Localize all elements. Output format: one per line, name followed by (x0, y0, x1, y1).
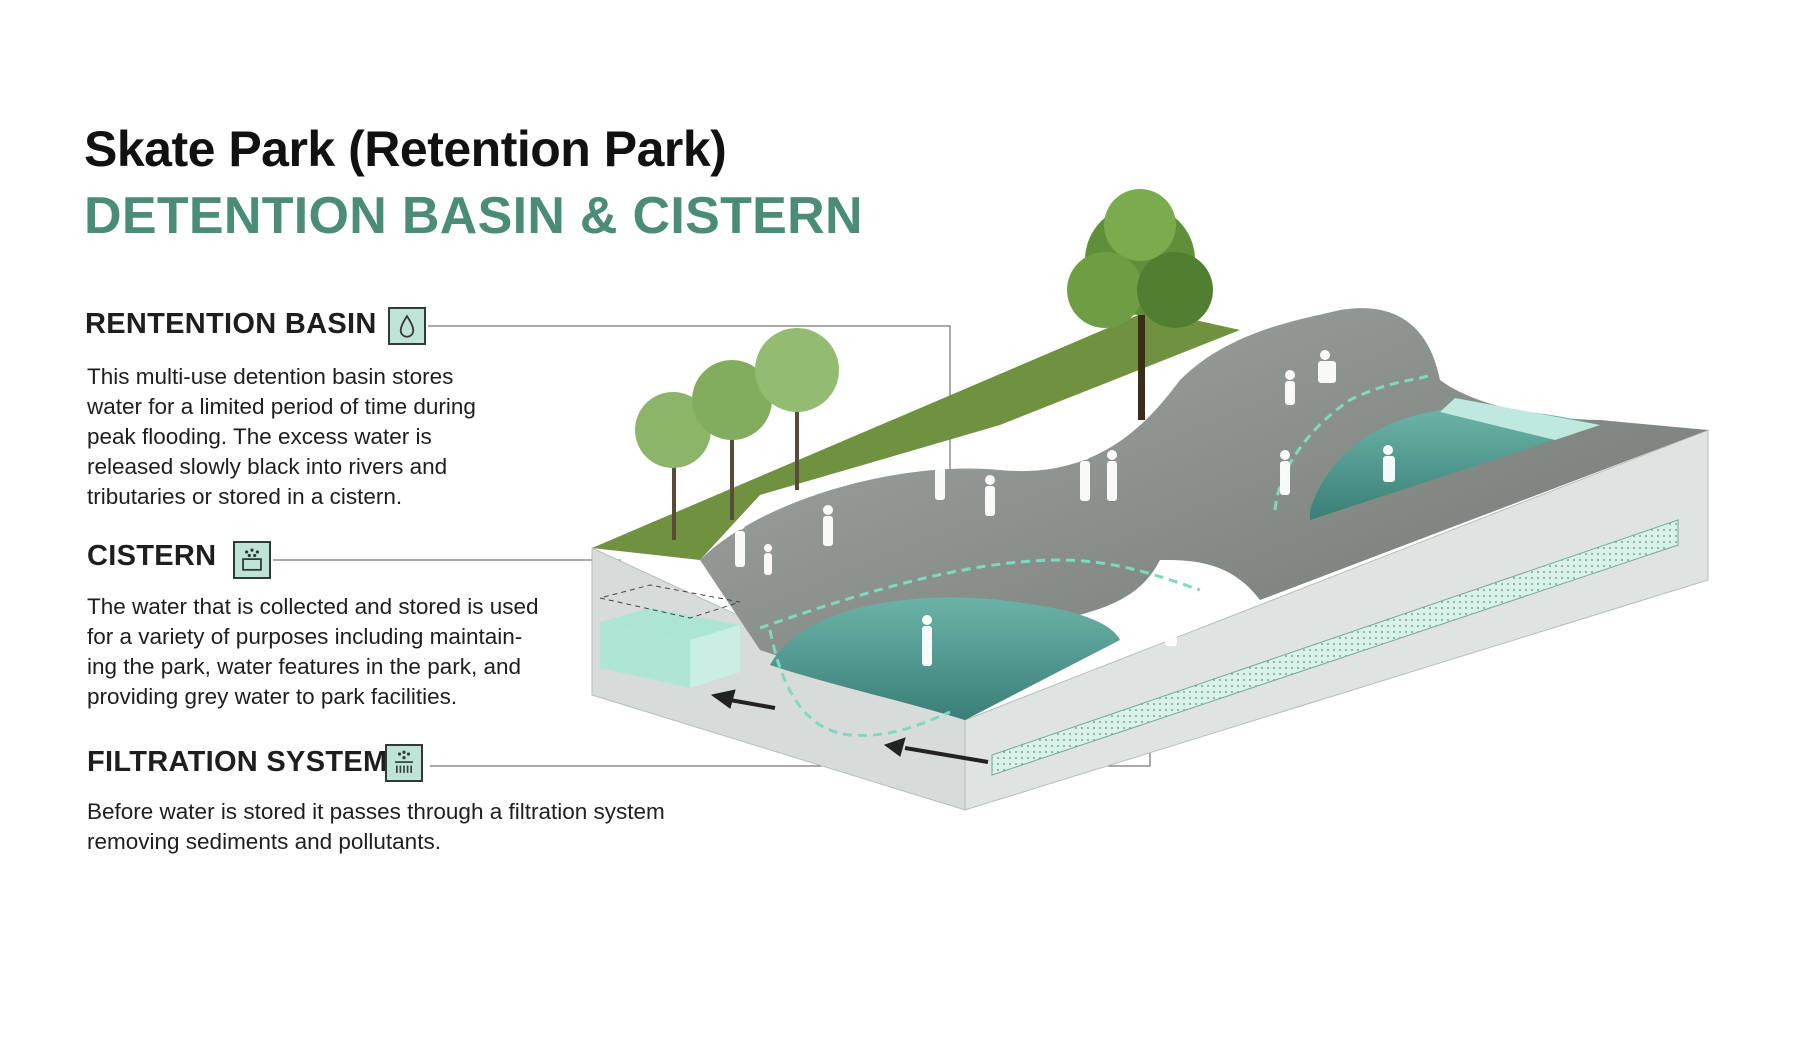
body-line: Before water is stored it passes through… (87, 799, 665, 824)
cistern-tank-icon (233, 541, 271, 579)
cistern-box (599, 584, 741, 688)
section-heading-retention-basin: RENTENTION BASIN (85, 308, 377, 340)
flow-line-left (759, 558, 1201, 630)
section-heading-cistern: CISTERN (87, 540, 217, 572)
body-line: removing sediments and pollutants. (87, 829, 441, 854)
body-line: for a variety of purposes including main… (87, 624, 523, 649)
section-body-filtration-system: Before water is stored it passes through… (87, 797, 665, 857)
section-body-retention-basin: This multi-use detention basin stores wa… (87, 362, 476, 512)
flow-line-right (1273, 373, 1431, 511)
grass-surface (592, 310, 1240, 560)
body-line: tributaries or stored in a cistern. (87, 484, 403, 509)
section-body-cistern: The water that is collected and stored i… (87, 592, 539, 712)
body-line: providing grey water to park facilities. (87, 684, 458, 709)
body-line: ing the park, water features in the park… (87, 654, 522, 679)
water-right-bowl (1310, 408, 1600, 520)
body-line: released slowly black into rivers and (87, 454, 448, 479)
people-silhouettes (735, 350, 1395, 666)
flow-line-down (768, 629, 951, 737)
leader-cistern (273, 559, 621, 600)
body-line: The water that is collected and stored i… (87, 594, 539, 619)
filtration-channel (991, 519, 1679, 776)
water-edge (1440, 398, 1600, 440)
body-line: This multi-use detention basin stores (87, 364, 454, 389)
flow-arrows (710, 689, 989, 764)
water-left-bowl (770, 597, 1120, 720)
filter-icon (385, 744, 423, 782)
body-line: peak flooding. The excess water is (87, 424, 432, 449)
page-title: Skate Park (Retention Park) (84, 121, 727, 177)
page-subtitle: DETENTION BASIN & CISTERN (84, 187, 863, 245)
tree-row (635, 328, 839, 540)
body-line: water for a limited period of time durin… (87, 394, 476, 419)
water-drop-icon (388, 307, 426, 345)
tree-large (1067, 189, 1213, 420)
section-heading-filtration-system: FILTRATION SYSTEM (87, 746, 388, 778)
